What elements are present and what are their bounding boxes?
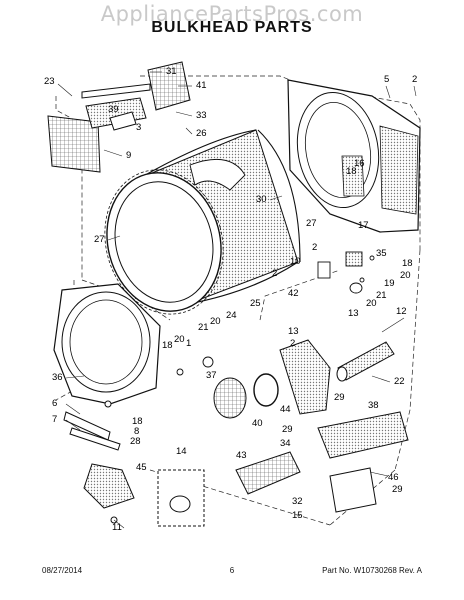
watermark: AppliancePartsPros.com — [100, 2, 364, 26]
callout-5: 5 — [384, 74, 389, 85]
callout-3: 3 — [136, 122, 141, 133]
callout-20: 20 — [366, 298, 377, 309]
callout-16: 16 — [354, 158, 365, 169]
callout-18: 18 — [132, 416, 143, 427]
footer-date: 08/27/2014 — [42, 566, 83, 575]
callout-27: 27 — [306, 218, 317, 229]
callout-15: 15 — [292, 510, 303, 521]
callout-2: 2 — [312, 242, 317, 253]
callout-18: 18 — [162, 340, 173, 351]
vent-grille-9 — [47, 115, 101, 173]
callout-35: 35 — [376, 248, 387, 259]
callout-13: 13 — [348, 308, 359, 319]
callout-12: 12 — [396, 306, 407, 317]
callout-40: 40 — [252, 418, 263, 429]
callout-28: 28 — [130, 436, 141, 447]
callout-24: 24 — [226, 310, 237, 321]
callout-20: 20 — [210, 316, 221, 327]
footer-page-number: 6 — [229, 566, 235, 575]
callout-2: 2 — [412, 74, 417, 85]
lint-housing — [81, 61, 191, 131]
page-title: BULKHEAD PARTS — [151, 19, 313, 36]
callout-33: 33 — [196, 110, 207, 121]
callout-25: 25 — [250, 298, 261, 309]
callout-29: 29 — [334, 392, 345, 403]
callout-36: 36 — [52, 372, 63, 383]
leader-lines — [57, 71, 417, 529]
front-bulkhead — [53, 283, 161, 405]
callout-11: 11 — [112, 522, 122, 533]
callout-30: 30 — [256, 194, 267, 205]
drum-assembly — [104, 129, 301, 315]
callout-46: 46 — [388, 472, 399, 483]
callout-41: 41 — [196, 80, 207, 91]
callout-21: 21 — [198, 322, 209, 333]
rear-bulkhead — [287, 79, 421, 233]
callout-17: 17 — [358, 220, 369, 231]
callout-42: 42 — [288, 288, 299, 299]
callout-43: 43 — [236, 450, 247, 461]
callout-6: 6 — [52, 398, 57, 409]
callout-18: 18 — [402, 258, 413, 269]
misc-front-parts — [63, 400, 205, 527]
callout-18: 18 — [346, 166, 357, 177]
callout-2: 2 — [272, 268, 277, 279]
callout-19: 19 — [384, 278, 395, 289]
callout-26: 26 — [196, 128, 207, 139]
callout-9: 9 — [126, 150, 131, 161]
callout-10: 10 — [290, 256, 301, 267]
callout-labels: 31 41 23 39 33 3 26 9 5 2 16 18 30 27 27… — [44, 66, 417, 533]
callout-31: 31 — [166, 66, 177, 77]
footer-part-number: Part No. W10730268 Rev. A — [322, 566, 422, 575]
callout-2: 2 — [290, 338, 295, 349]
heater-duct — [336, 341, 395, 382]
callout-8: 8 — [134, 426, 139, 437]
callout-34: 34 — [280, 438, 291, 449]
callout-7: 7 — [52, 414, 57, 425]
callout-45: 45 — [136, 462, 147, 473]
callout-21: 21 — [376, 290, 387, 301]
callout-32: 32 — [292, 496, 303, 507]
callout-44: 44 — [280, 404, 291, 415]
small-parts-right — [317, 251, 375, 294]
blower-assembly — [176, 339, 331, 419]
callout-1: 1 — [186, 338, 191, 349]
callout-37: 37 — [206, 370, 217, 381]
callout-27: 27 — [94, 234, 105, 245]
callout-38: 38 — [368, 400, 379, 411]
callout-39: 39 — [108, 104, 119, 115]
heater-control-assembly — [235, 411, 409, 513]
callout-13: 13 — [288, 326, 299, 337]
callout-22: 22 — [394, 376, 405, 387]
callout-23: 23 — [44, 76, 55, 87]
callout-29: 29 — [282, 424, 293, 435]
callout-14: 14 — [176, 446, 187, 457]
callout-20: 20 — [400, 270, 411, 281]
callout-29: 29 — [392, 484, 403, 495]
callout-20: 20 — [174, 334, 185, 345]
